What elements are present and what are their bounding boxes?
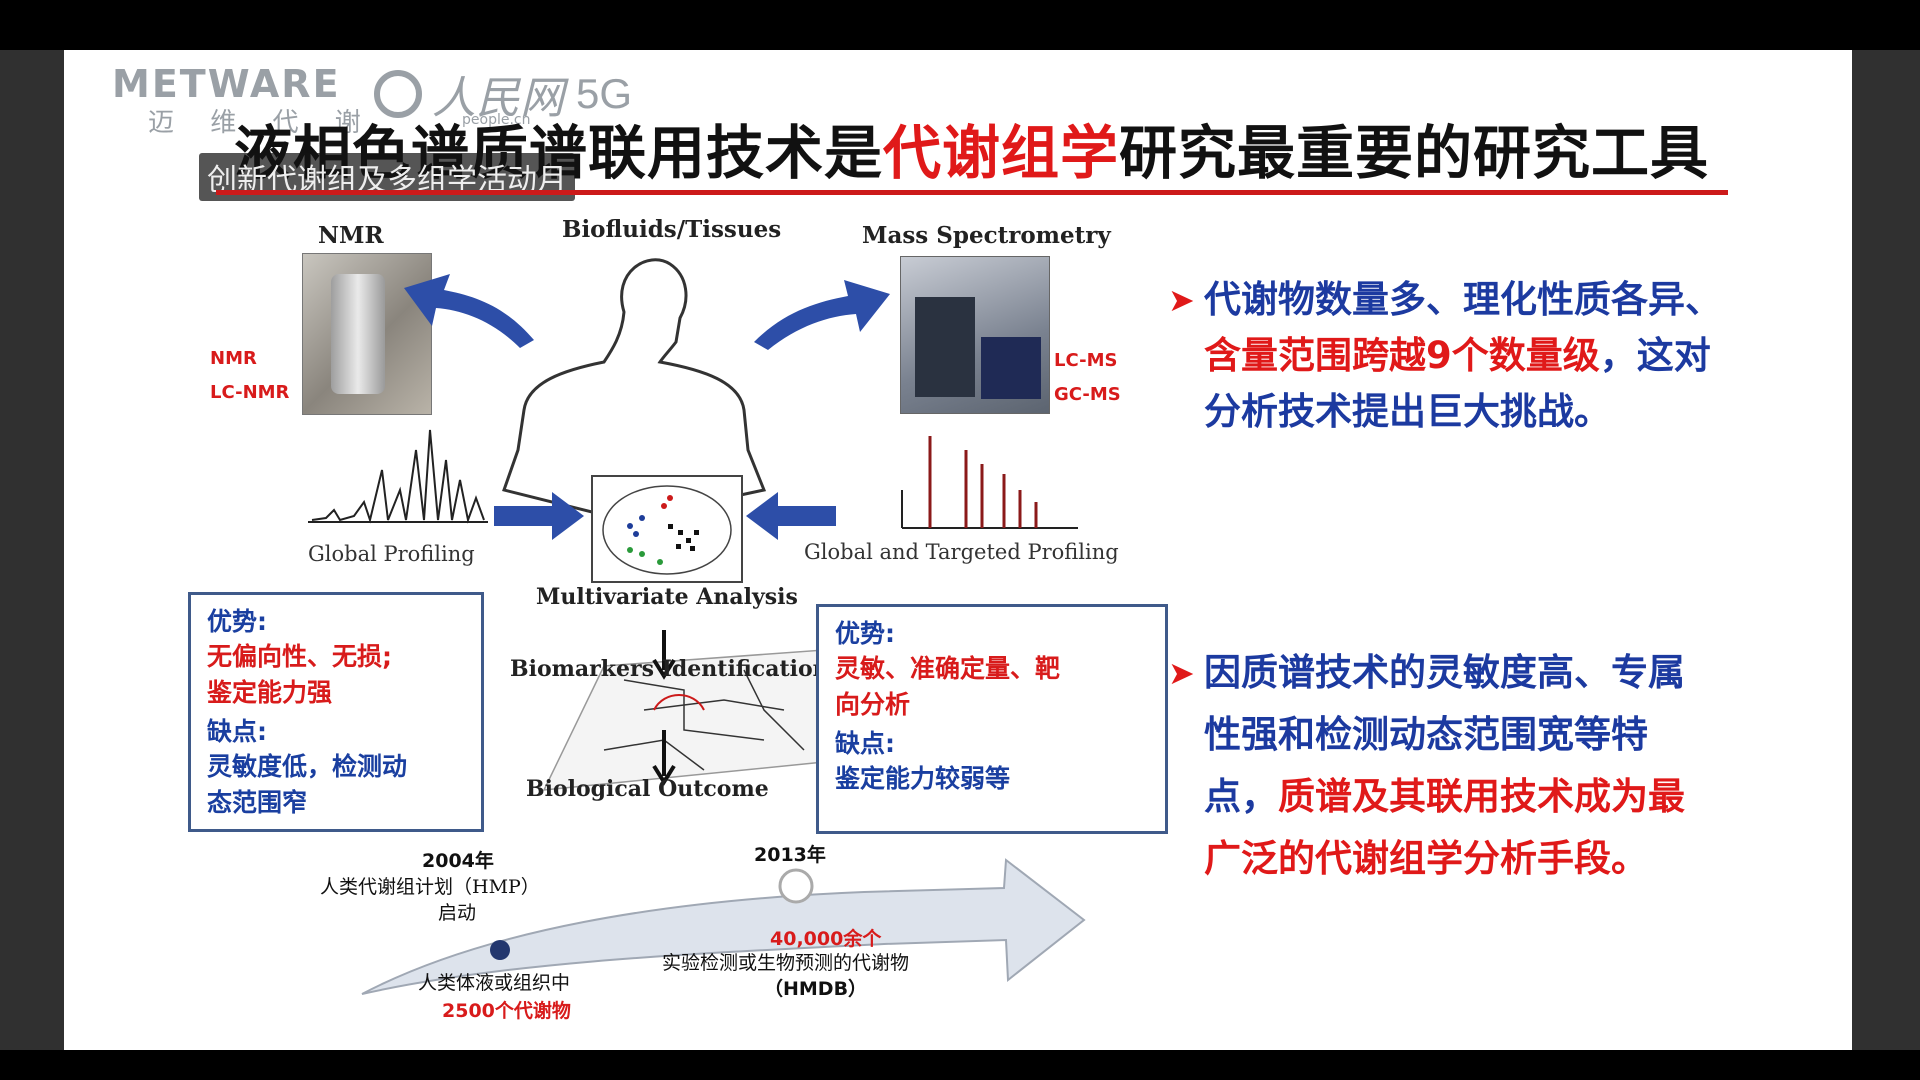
biomarkers-label: Biomarkers Identification xyxy=(510,656,829,682)
nmr-method-2: LC-NMR xyxy=(210,382,290,403)
slide: METWARE 迈 维 代 谢 人民网 5G people.cn 液相色谱质谱联… xyxy=(64,50,1852,1050)
pca-plot xyxy=(591,475,743,583)
nmr-pros-cons-box: 优势: 无偏向性、无损; 鉴定能力强 缺点: 灵敏度低，检测动 态范围窄 xyxy=(188,592,484,832)
timeline-year-2004: 2004年 xyxy=(422,850,494,872)
arrow-to-nmr-icon xyxy=(404,274,534,348)
bullet-point-1: ➤ 代谢物数量多、理化性质各异、含量范围跨越9个数量级，这对分析技术提出巨大挑战… xyxy=(1168,272,1724,440)
global-targeted-label: Global and Targeted Profiling xyxy=(804,540,1119,564)
bottom-letterbox xyxy=(0,1050,1920,1080)
timeline-event-2004: 人类代谢组计划（HMP） xyxy=(320,876,540,898)
global-profiling-label: Global Profiling xyxy=(308,542,475,566)
arrow-to-ms-icon xyxy=(754,280,890,350)
timeline-dot-2004 xyxy=(490,940,510,960)
timeline-year-2013: 2013年 xyxy=(754,844,826,866)
arrow-nmr-to-pca-icon xyxy=(494,492,584,540)
biological-outcome-label: Biological Outcome xyxy=(526,776,769,802)
nmr-instrument-photo xyxy=(302,253,432,415)
metware-logo: METWARE 迈 维 代 谢 xyxy=(112,62,375,138)
bullet-point-2: ➤ 因质谱技术的灵敏度高、专属性强和检测动态范围宽等特点，质谱及其联用技术成为最… xyxy=(1168,642,1704,890)
people-daily-emblem-icon xyxy=(374,70,422,118)
top-letterbox xyxy=(0,0,1920,50)
nmr-label: NMR xyxy=(318,222,384,249)
human-silhouette xyxy=(502,258,767,522)
ms-method-1: LC-MS xyxy=(1054,350,1118,371)
timeline-event-2004-start: 启动 xyxy=(438,902,477,924)
timeline-dot-2013 xyxy=(778,868,814,904)
timeline-desc-2013: 实验检测或生物预测的代谢物 xyxy=(662,952,910,974)
right-letterbox xyxy=(1852,50,1920,1050)
timeline-body-count: 2500个代谢物 xyxy=(442,1000,571,1022)
mass-spec-label: Mass Spectrometry xyxy=(862,222,1111,249)
pca-points xyxy=(627,495,699,565)
workflow-diagram xyxy=(308,258,1086,995)
timeline-count-2013: 40,000余个 xyxy=(770,928,882,950)
nmr-method-1: NMR xyxy=(210,348,257,369)
ms-method-2: GC-MS xyxy=(1054,384,1121,405)
left-letterbox xyxy=(0,50,64,1050)
multivariate-label: Multivariate Analysis xyxy=(536,584,798,610)
bullet-arrow-icon: ➤ xyxy=(1168,654,1195,692)
title-underline xyxy=(216,190,1728,195)
ms-pros-cons-box: 优势: 灵敏、准确定量、靶 向分析 缺点: 鉴定能力较弱等 xyxy=(816,604,1168,834)
arrow-ms-to-pca-icon xyxy=(746,492,836,540)
nmr-spectrum xyxy=(311,429,485,524)
bullet-arrow-icon: ➤ xyxy=(1168,281,1195,319)
ms-instrument-photo xyxy=(900,256,1050,414)
people-daily-domain: people.cn xyxy=(462,112,531,128)
timeline-hmdb: （HMDB） xyxy=(764,978,868,1000)
timeline-arrow xyxy=(361,858,1086,995)
biofluids-label: Biofluids/Tissues xyxy=(562,216,782,243)
people-daily-logo: 人民网 5G xyxy=(374,62,632,126)
timeline-body-fluid: 人类体液或组织中 xyxy=(418,972,571,994)
